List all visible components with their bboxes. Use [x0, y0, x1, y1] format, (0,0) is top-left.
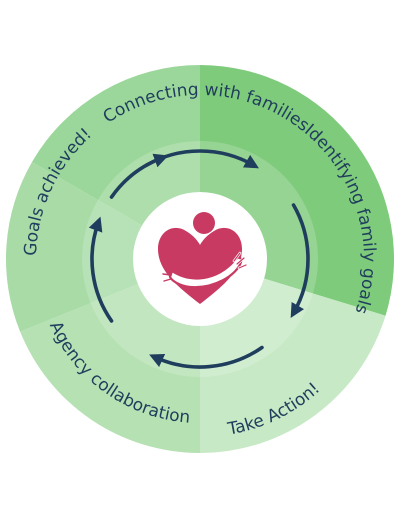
cycle-arrow-2 — [149, 345, 264, 369]
segment-2 — [200, 259, 386, 453]
logo-head — [193, 212, 215, 234]
cycle-arrows — [88, 149, 310, 369]
heart-hug-icon — [158, 212, 248, 304]
cycle-arrow-1 — [290, 203, 310, 318]
cycle-arrow-3 — [88, 216, 114, 323]
cycle-arrow-4 — [109, 153, 169, 199]
segment-4 — [6, 162, 201, 332]
